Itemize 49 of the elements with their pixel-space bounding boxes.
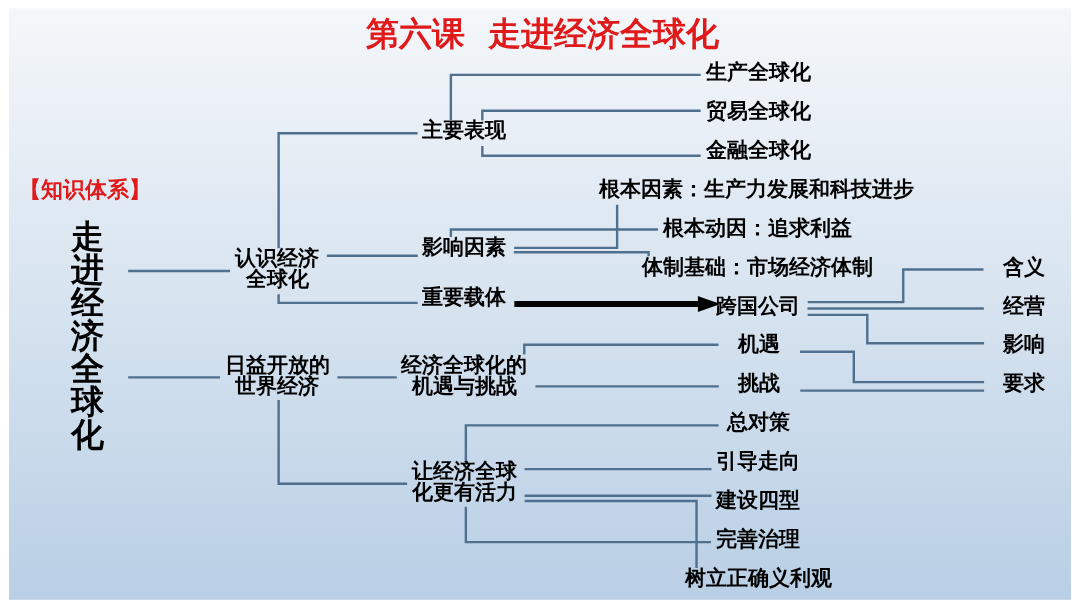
connector [277, 399, 408, 485]
connector [807, 307, 984, 310]
node-text: 日益开放的世界经济 [224, 352, 330, 398]
connector [277, 132, 418, 249]
connector [514, 204, 619, 250]
node-text: 经营 [1002, 293, 1045, 318]
node-text: 让经济全球化更有活力 [411, 459, 517, 505]
node-text: 影响因素 [422, 235, 507, 260]
node-text: 金融全球化 [705, 137, 811, 162]
connector [326, 254, 418, 257]
node-text: 重要载体 [422, 284, 507, 309]
connector [800, 389, 985, 392]
connector [807, 268, 984, 304]
node-text: 认识经济全球化 [235, 246, 320, 292]
connector [524, 467, 712, 471]
node-text: 机遇 [737, 332, 780, 357]
connector [800, 350, 985, 384]
node-text: 根本因素：生产力发展和科技进步 [599, 176, 915, 201]
node-text: 树立正确义利观 [684, 566, 832, 591]
node-text: 主要表现 [422, 118, 507, 143]
node-text: 走进经济全球化 [71, 216, 105, 454]
node-text: 经济全球化的机遇与挑战 [401, 352, 528, 398]
connector [524, 499, 698, 568]
label: 【知识体系】 [19, 175, 152, 202]
connector [807, 313, 985, 345]
node-text: 生产全球化 [705, 59, 811, 84]
connector [337, 376, 397, 379]
node-text: 引导走向 [716, 449, 800, 474]
connector [535, 385, 719, 388]
node-text: 贸易全球化 [705, 98, 811, 123]
node-text: 建设四型 [716, 488, 800, 513]
node-text: 挑战 [737, 371, 780, 396]
connector [449, 73, 701, 121]
connector [128, 376, 221, 379]
connector [464, 424, 719, 461]
connector [524, 494, 712, 497]
node-text: 含义 [1002, 254, 1045, 279]
node-text: 要求 [1002, 371, 1045, 396]
node-text: 跨国公司 [716, 293, 800, 318]
connector [464, 506, 711, 544]
node-text: 根本动因：追求利益 [662, 215, 852, 240]
arrow [514, 296, 721, 312]
node-text: 体制基础：市场经济体制 [641, 254, 873, 279]
node-text: 完善治理 [716, 527, 800, 552]
connector [128, 269, 231, 273]
diagram-title: 第六课 走进经济全球化 [366, 14, 720, 54]
connector [513, 251, 650, 257]
node-text: 总对策 [727, 410, 791, 435]
node-text: 影响 [1002, 332, 1045, 357]
